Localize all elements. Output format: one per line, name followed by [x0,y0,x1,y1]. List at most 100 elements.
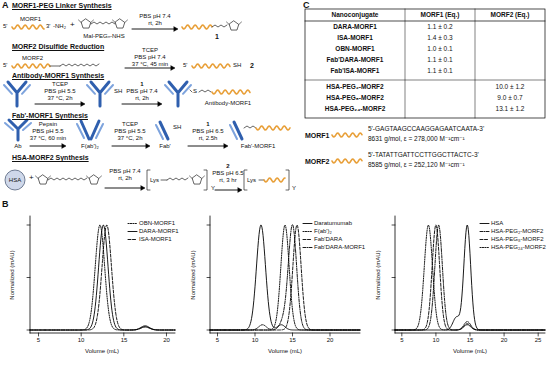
thioether-bond [190,90,192,92]
tick-mark [27,225,30,226]
tick-mark [166,333,167,336]
table-cell: ISA-MORF1 [337,35,373,42]
oligo-strand [332,159,362,163]
axis-label: 10 [252,337,259,343]
table-rule [305,80,545,81]
reaction-label: + [70,21,75,29]
amide-bond [161,180,167,181]
reaction-arrow [188,146,225,147]
table-cell: DARA-MORF1 [333,24,377,31]
axis-label: 15 [121,337,128,343]
reaction-label: PBS pH 7.4 [139,13,170,19]
legend-sample [303,239,312,240]
legend-text: HSA-PEG₂-MORF2 [491,228,543,234]
legend-text: OBN-MORF1 [139,220,175,226]
reaction-label: rt, 2h [118,175,132,181]
reaction-label: 1 [206,121,209,127]
reaction-label: PBS pH 5.5 [32,128,63,134]
x-axis [30,333,175,334]
table-rule [405,9,406,118]
bracket [244,170,247,190]
tick-mark [38,333,39,336]
table-frame [305,9,545,118]
arrow-head [224,144,228,148]
chromatogram-trace [210,225,360,330]
reaction-label: S [193,88,197,94]
axis-label: 5 [216,337,219,343]
table-cell: MORF1 (Eq.) [421,12,460,19]
light-chain [156,125,163,139]
peg-chain [48,178,87,180]
table-cell: 1.4 ± 0.3 [427,35,452,42]
table-cell: 13.1 ± 1.2 [496,106,525,113]
bracket [286,170,289,190]
reaction-label: -NH₂ [53,23,66,29]
reaction-arrow [132,29,175,30]
section-heading: MORF1-PEG Linker Synthesis [12,2,112,9]
legend-sample [303,247,312,248]
arrow-head [171,66,175,70]
reaction-label: TCEP [52,81,68,87]
axis-label: 25 [535,337,542,343]
oligo-strand [12,25,44,29]
panel-letter: C [303,1,310,10]
tick-mark [207,225,210,226]
legend-sample [480,239,489,240]
legend-text: Fab'DARA-MORF1 [314,244,365,250]
reaction-label: 5' [3,62,7,68]
axis-label: Normalized (mAU) [9,250,15,299]
tick-mark [435,333,436,336]
axis-label: 5 [400,337,403,343]
axis-label: Volume (mL) [453,348,487,354]
peg-chain [244,126,256,128]
oligo-strand [12,64,50,68]
reaction-label: 2 [250,62,254,69]
table-cell: HSA-PEG₈-MORF2 [326,95,384,102]
y-axis [395,216,396,333]
reaction-arrow [125,68,172,69]
reaction-label: PBS pH 5.5 [44,88,75,94]
reaction-label: Pepsin [39,121,57,127]
legend-sample [303,231,312,232]
antibody-icon [91,82,109,106]
legend-text: F(ab')₂ [314,228,332,234]
reaction-label: Lys [247,177,256,183]
reaction-arrow [105,188,142,189]
reaction-label: Antibody-MORF1 [205,100,251,106]
chromatogram-trace [30,225,175,330]
bracket [147,170,150,190]
axis-label: 15 [289,337,296,343]
reaction-label: TCEP [122,121,138,127]
legend-text: Daratumumab [314,220,352,226]
panel-letter: A [2,1,9,10]
peg-chain [199,90,211,92]
table-rule [475,9,476,118]
reaction-arrow [122,104,159,105]
legend-sample [480,247,489,248]
arrow-head [81,102,85,106]
oligo-strand [192,64,230,68]
maleimide-ring [89,175,99,184]
reaction-label: 37 °C, 60 min [30,135,66,141]
axis-label: 10 [78,337,85,343]
table-cell: MORF2 (Eq.) [491,12,530,19]
maleimide-ring [38,175,48,184]
table-cell: 1.1 ± 0.1 [427,57,452,64]
table-cell: 10.0 ± 1.2 [496,84,525,91]
section-heading: Fab'-MORF1 Synthesis [12,112,88,119]
legend-sample [480,231,489,232]
reaction-label: PBS pH 7.4 [126,88,157,94]
reaction-arrow [30,146,63,147]
arrow-head [158,102,162,106]
reaction-label: PBS pH 7.4 [134,54,165,60]
sequence-info: 5'-GAGTAAGCCAAGGAGAATCAATA-3' [368,126,484,133]
reaction-label: F(ab')₂ [81,143,99,149]
light-chain [77,124,103,138]
table-cell: Fab'ISA-MORF1 [331,68,380,75]
axis-label: 10 [433,337,440,343]
carbonyl-bond [48,176,51,179]
legend-text: ISA-MORF1 [139,236,172,242]
arrow-head [174,27,178,31]
